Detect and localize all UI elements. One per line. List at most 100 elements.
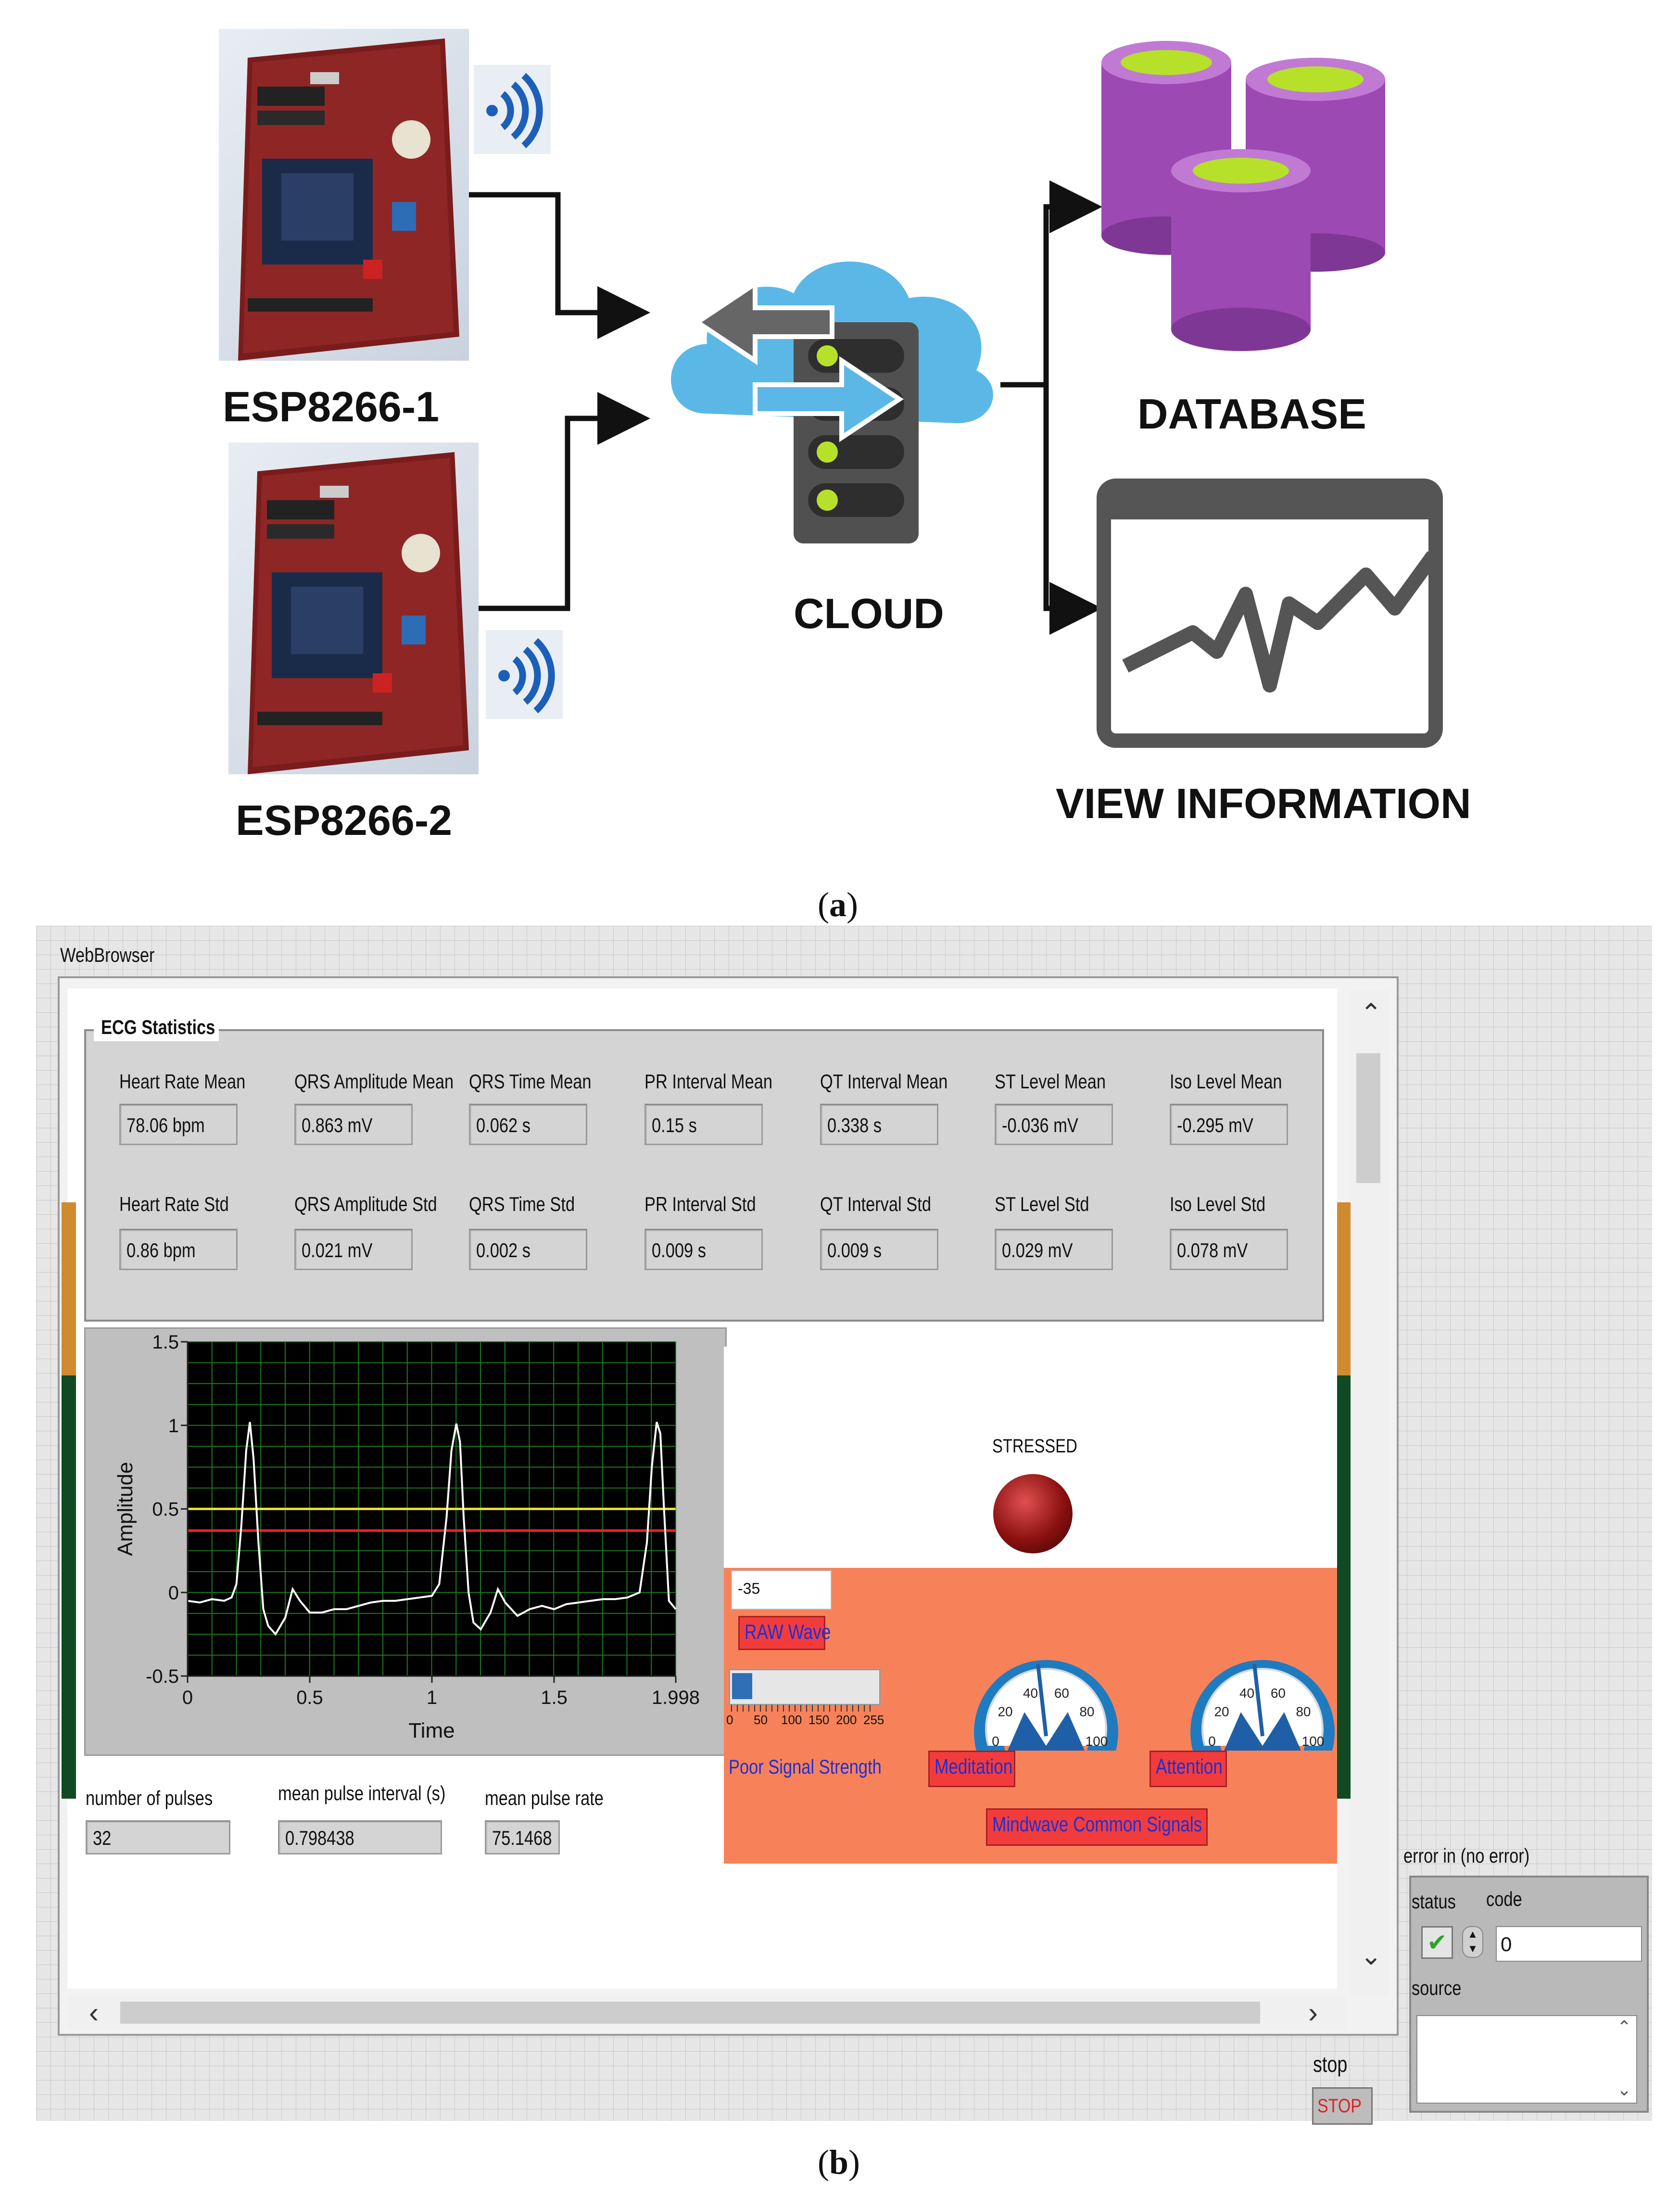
arrow-esp1-to-cloud: [469, 192, 650, 339]
stat-value: 0.021 mV: [294, 1229, 413, 1270]
status-checkmark-icon[interactable]: ✔: [1421, 1926, 1453, 1959]
slider-tick-label: 255: [863, 1713, 884, 1727]
arrow-cloud-to-database: [1000, 180, 1102, 388]
gauge-tick-label: 80: [1296, 1704, 1311, 1719]
error-in-label: error in (no error): [1403, 1844, 1530, 1867]
x-tick-label: 1.998: [652, 1687, 700, 1708]
caption-b: (b): [818, 2143, 860, 2181]
mindwave-common-signals-button[interactable]: Mindwave Common Signals: [986, 1808, 1208, 1846]
gauge-tick-label: 20: [1214, 1704, 1229, 1719]
stat-value: 0.002 s: [469, 1229, 587, 1270]
code-stepper-icon[interactable]: ▲▼: [1462, 1926, 1483, 1958]
stat-label: Heart Rate Std: [119, 1193, 229, 1215]
source-scroll-down-icon[interactable]: ⌄: [1617, 2080, 1631, 2099]
number-of-pulses-label: number of pulses: [86, 1787, 213, 1809]
poor-signal-slider-track[interactable]: [729, 1669, 881, 1705]
stop-label: stop: [1313, 2052, 1348, 2077]
esp-board-graphic: [248, 452, 469, 774]
cloud-label: CLOUD: [794, 590, 944, 637]
horizontal-scrollbar[interactable]: ‹ ›: [67, 1996, 1347, 2030]
gauge-logo-icon: [1008, 1712, 1085, 1751]
x-tick-label: 1: [427, 1687, 437, 1708]
code-field[interactable]: 0: [1496, 1926, 1642, 1962]
gauge-tick-label: 100: [1302, 1734, 1325, 1749]
side-strip-green: [1337, 1375, 1352, 1799]
stat-label: QT Interval Mean: [820, 1070, 948, 1093]
mean-pulse-interval-value: 0.798438: [278, 1820, 442, 1854]
wifi-icon: [486, 630, 563, 719]
gauge-tick-label: 40: [1023, 1686, 1038, 1701]
source-textbox[interactable]: ⌃ ⌄: [1416, 2015, 1637, 2104]
stat-value: 0.009 s: [644, 1229, 763, 1270]
mean-pulse-interval-label: mean pulse interval (s): [278, 1782, 446, 1804]
number-of-pulses-value: 32: [86, 1820, 230, 1854]
ecg-statistics-cluster: [84, 1029, 1324, 1322]
mean-pulse-rate-value: 75.1468: [485, 1820, 560, 1854]
scroll-up-arrow[interactable]: ⌃: [1360, 999, 1382, 1028]
scroll-right-arrow[interactable]: ›: [1308, 1996, 1318, 2029]
source-scroll-up-icon[interactable]: ⌃: [1617, 2017, 1631, 2037]
stat-value: 0.062 s: [469, 1104, 587, 1145]
arrow-esp2-to-cloud: [479, 392, 650, 611]
side-strip-orange: [62, 1202, 76, 1375]
slider-tick-label: 50: [754, 1713, 768, 1727]
raw-value-text: -35: [738, 1580, 760, 1597]
slider-tick-label: 150: [808, 1713, 830, 1727]
stat-label: ST Level Mean: [995, 1070, 1106, 1093]
stressed-label: STRESSED: [992, 1436, 1077, 1457]
gauge-logo-icon: [1224, 1712, 1301, 1751]
scrollbar-thumb[interactable]: [120, 2002, 1260, 2024]
stat-label: ST Level Std: [995, 1193, 1089, 1215]
x-tick-label: 0: [182, 1687, 193, 1708]
y-tick-label: -0.5: [146, 1666, 179, 1687]
x-axis-label: Time: [408, 1719, 455, 1742]
stat-label: QRS Time Mean: [469, 1070, 592, 1093]
poor-signal-label: Poor Signal Strength: [729, 1755, 882, 1778]
gauge-face: [1201, 1668, 1324, 1746]
scroll-left-arrow[interactable]: ‹: [89, 1996, 99, 2029]
esp8266-1-label: ESP8266-1: [223, 383, 440, 430]
connector-arrows: [469, 180, 1102, 635]
scroll-down-arrow[interactable]: ⌄: [1360, 1942, 1382, 1970]
stat-label: QRS Time Std: [469, 1193, 575, 1215]
stat-label: Iso Level Std: [1170, 1193, 1266, 1215]
wifi-icon: [474, 65, 551, 154]
esp-board-graphic: [238, 38, 459, 361]
stat-label: QRS Amplitude Std: [294, 1193, 437, 1215]
slider-tick-label: 200: [836, 1713, 857, 1727]
stat-value: 0.009 s: [820, 1229, 938, 1270]
stat-value: -0.295 mV: [1170, 1104, 1288, 1145]
stat-label: Iso Level Mean: [1170, 1070, 1282, 1093]
vertical-scrollbar[interactable]: ⌃ ⌄: [1351, 991, 1389, 1996]
y-axis-label: Amplitude: [114, 1462, 137, 1556]
attention-button[interactable]: Attention: [1149, 1751, 1227, 1787]
caption-a: (a): [818, 885, 858, 924]
stat-value: 0.86 bpm: [119, 1229, 238, 1270]
y-tick-label: 1.5: [152, 1332, 179, 1353]
raw-value-display: -35: [731, 1570, 832, 1610]
code-value: 0: [1501, 1933, 1512, 1955]
stat-label: PR Interval Mean: [644, 1070, 773, 1093]
stat-value: 0.863 mV: [294, 1104, 413, 1145]
stop-button[interactable]: STOP: [1312, 2087, 1373, 2125]
y-tick-label: 1: [168, 1415, 179, 1437]
scrollbar-thumb[interactable]: [1356, 1053, 1380, 1183]
esp8266-1-board-image: [219, 29, 469, 361]
y-tick-label: 0.5: [152, 1499, 179, 1520]
slider-ruler: [731, 1705, 873, 1712]
stat-label: PR Interval Std: [644, 1193, 756, 1215]
raw-wave-button[interactable]: RAW Wave: [738, 1616, 831, 1650]
gauge-tick-label: 60: [1054, 1686, 1069, 1701]
stat-label: Heart Rate Mean: [119, 1070, 246, 1093]
slider-tick-label: 0: [726, 1713, 733, 1727]
gauge-tick-label: 80: [1079, 1704, 1094, 1719]
gauge-tick-label: 0: [992, 1734, 999, 1749]
meditation-button[interactable]: Meditation: [928, 1751, 1015, 1787]
database-icon: [1101, 41, 1385, 351]
gauge-face: [985, 1668, 1107, 1746]
stat-value: 0.078 mV: [1170, 1229, 1288, 1270]
status-label: status: [1412, 1890, 1456, 1913]
side-strip-green: [62, 1375, 76, 1799]
